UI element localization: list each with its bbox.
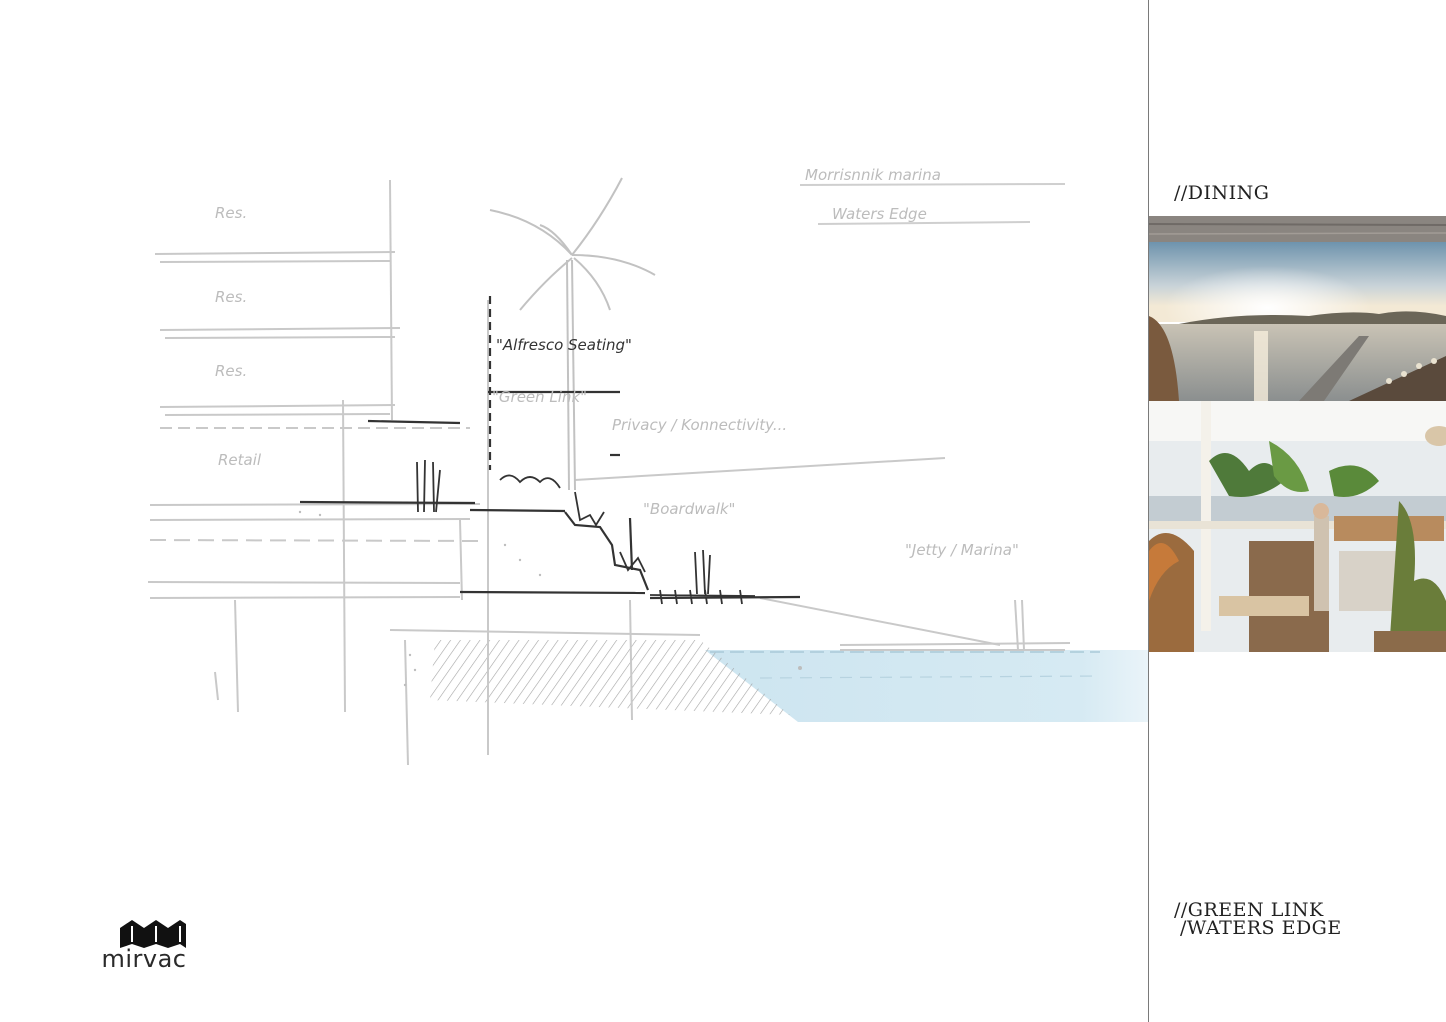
sketch-label-retail: Retail [218,451,262,469]
panel-divider [1148,0,1149,1022]
sketch-label-jetty: "Jetty / Marina" [905,541,1019,559]
waterfront-sunset-photo [1149,216,1446,401]
dining-title-text: //DINING [1174,182,1270,204]
restaurant-interior-photo [1149,401,1446,652]
palm-tree-sketch [489,177,656,491]
sketch-label-res-1: Res. [215,204,247,222]
sketch-label-privacy: Privacy / Konnectivity... [612,416,787,434]
sketch-label-alfresco: "Alfresco Seating" [496,336,632,354]
restaurant-interior-image [1149,401,1446,652]
sketch-label-title-line2: Waters Edge [832,205,927,223]
waterfront-sunset-image [1149,216,1446,401]
people-sketch [416,459,756,605]
mirvac-logo-icon [120,920,186,948]
sketch-label-res-3: Res. [215,362,247,380]
dining-title: //DINING [1174,182,1270,204]
sketch-label-boardwalk: "Boardwalk" [643,500,735,518]
green-link-title-line1: //GREEN LINK [1174,899,1324,921]
earth-bank [430,640,790,715]
water-body [705,650,1148,722]
architectural-section-sketch: Morrisnnik marina Waters Edge Res. Res. … [147,166,1148,766]
mirvac-logo-text: mirvac [101,945,187,973]
sketch-label-res-2: Res. [215,288,247,306]
sketch-label-green-link: "Green Link" [492,388,587,406]
waters-edge-title-line2: /WATERS EDGE [1180,917,1342,939]
sketch-label-title-line1: Morrisnnik marina [805,166,941,184]
green-link-title: //GREEN LINK /WATERS EDGE [1174,899,1342,939]
